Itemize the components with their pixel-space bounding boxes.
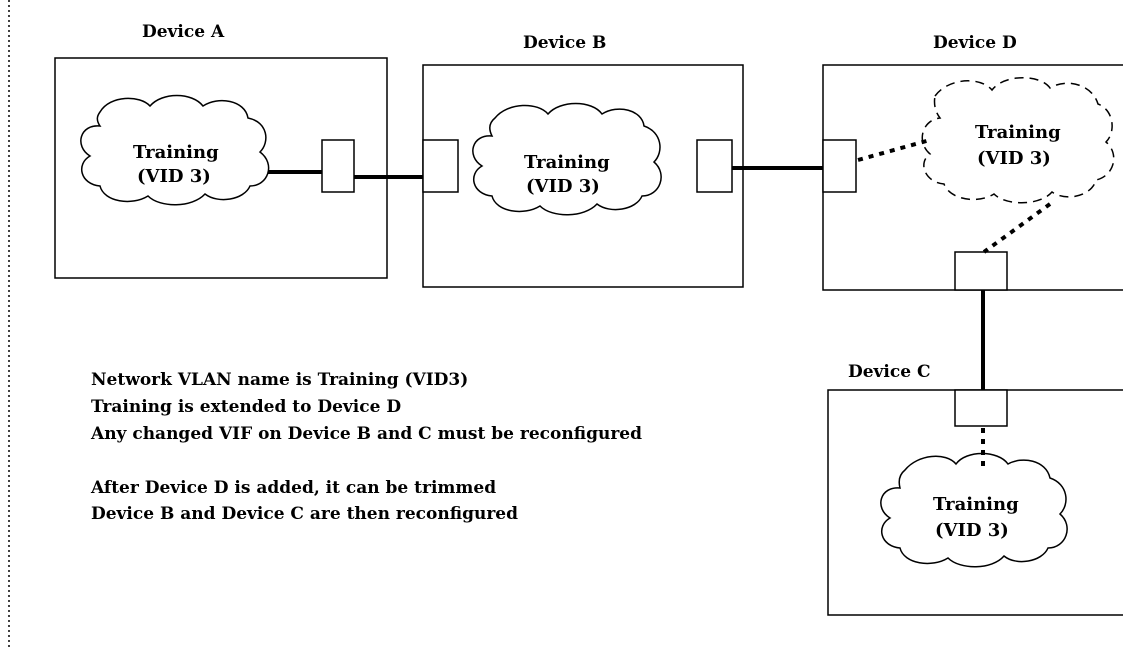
note-line-3: Any changed VIF on Device B and C must b… xyxy=(90,424,642,444)
device-b-title: Device B xyxy=(523,33,606,53)
device-b-cloud xyxy=(472,102,662,216)
device-a: Device A Training (VID 3) xyxy=(54,22,388,279)
note-line-5: Device B and Device C are then reconfigu… xyxy=(91,504,518,524)
note-line-4: After Device D is added, it can be trimm… xyxy=(90,478,496,498)
notes-block: Network VLAN name is Training (VID3) Tra… xyxy=(90,370,642,524)
device-c-cloud-vid: (VID 3) xyxy=(935,520,1009,541)
device-c: Device C Training (VID 3) xyxy=(827,362,1123,616)
device-d-cloud-name: Training xyxy=(975,122,1061,143)
device-d: Device D Training (VID 3) xyxy=(822,33,1123,291)
device-b-cloud-name: Training xyxy=(524,152,610,173)
device-a-title: Device A xyxy=(142,22,225,42)
device-b-cloud-vid: (VID 3) xyxy=(526,176,600,197)
device-b: Device B Training (VID 3) xyxy=(422,33,744,288)
device-d-port-bottom xyxy=(954,251,1008,291)
note-line-2: Training is extended to Device D xyxy=(91,397,401,417)
link-port-d-to-cloud-d xyxy=(857,138,931,162)
device-c-cloud-name: Training xyxy=(933,494,1019,515)
device-d-cloud-vid: (VID 3) xyxy=(977,148,1051,169)
device-a-cloud-vid: (VID 3) xyxy=(137,166,211,187)
device-a-port xyxy=(321,139,355,193)
link-cloud-d-to-bottom-port xyxy=(982,202,1052,254)
device-b-port-right xyxy=(696,139,733,193)
device-c-port-top xyxy=(954,389,1008,427)
device-c-cloud xyxy=(880,452,1068,568)
device-d-port-left xyxy=(822,139,857,193)
device-a-cloud-name: Training xyxy=(133,142,219,163)
device-a-cloud xyxy=(80,94,270,206)
device-d-title: Device D xyxy=(933,33,1017,53)
device-d-cloud xyxy=(921,77,1115,204)
device-b-port-left xyxy=(422,139,459,193)
device-c-title: Device C xyxy=(848,362,931,382)
note-line-1: Network VLAN name is Training (VID3) xyxy=(91,370,468,390)
